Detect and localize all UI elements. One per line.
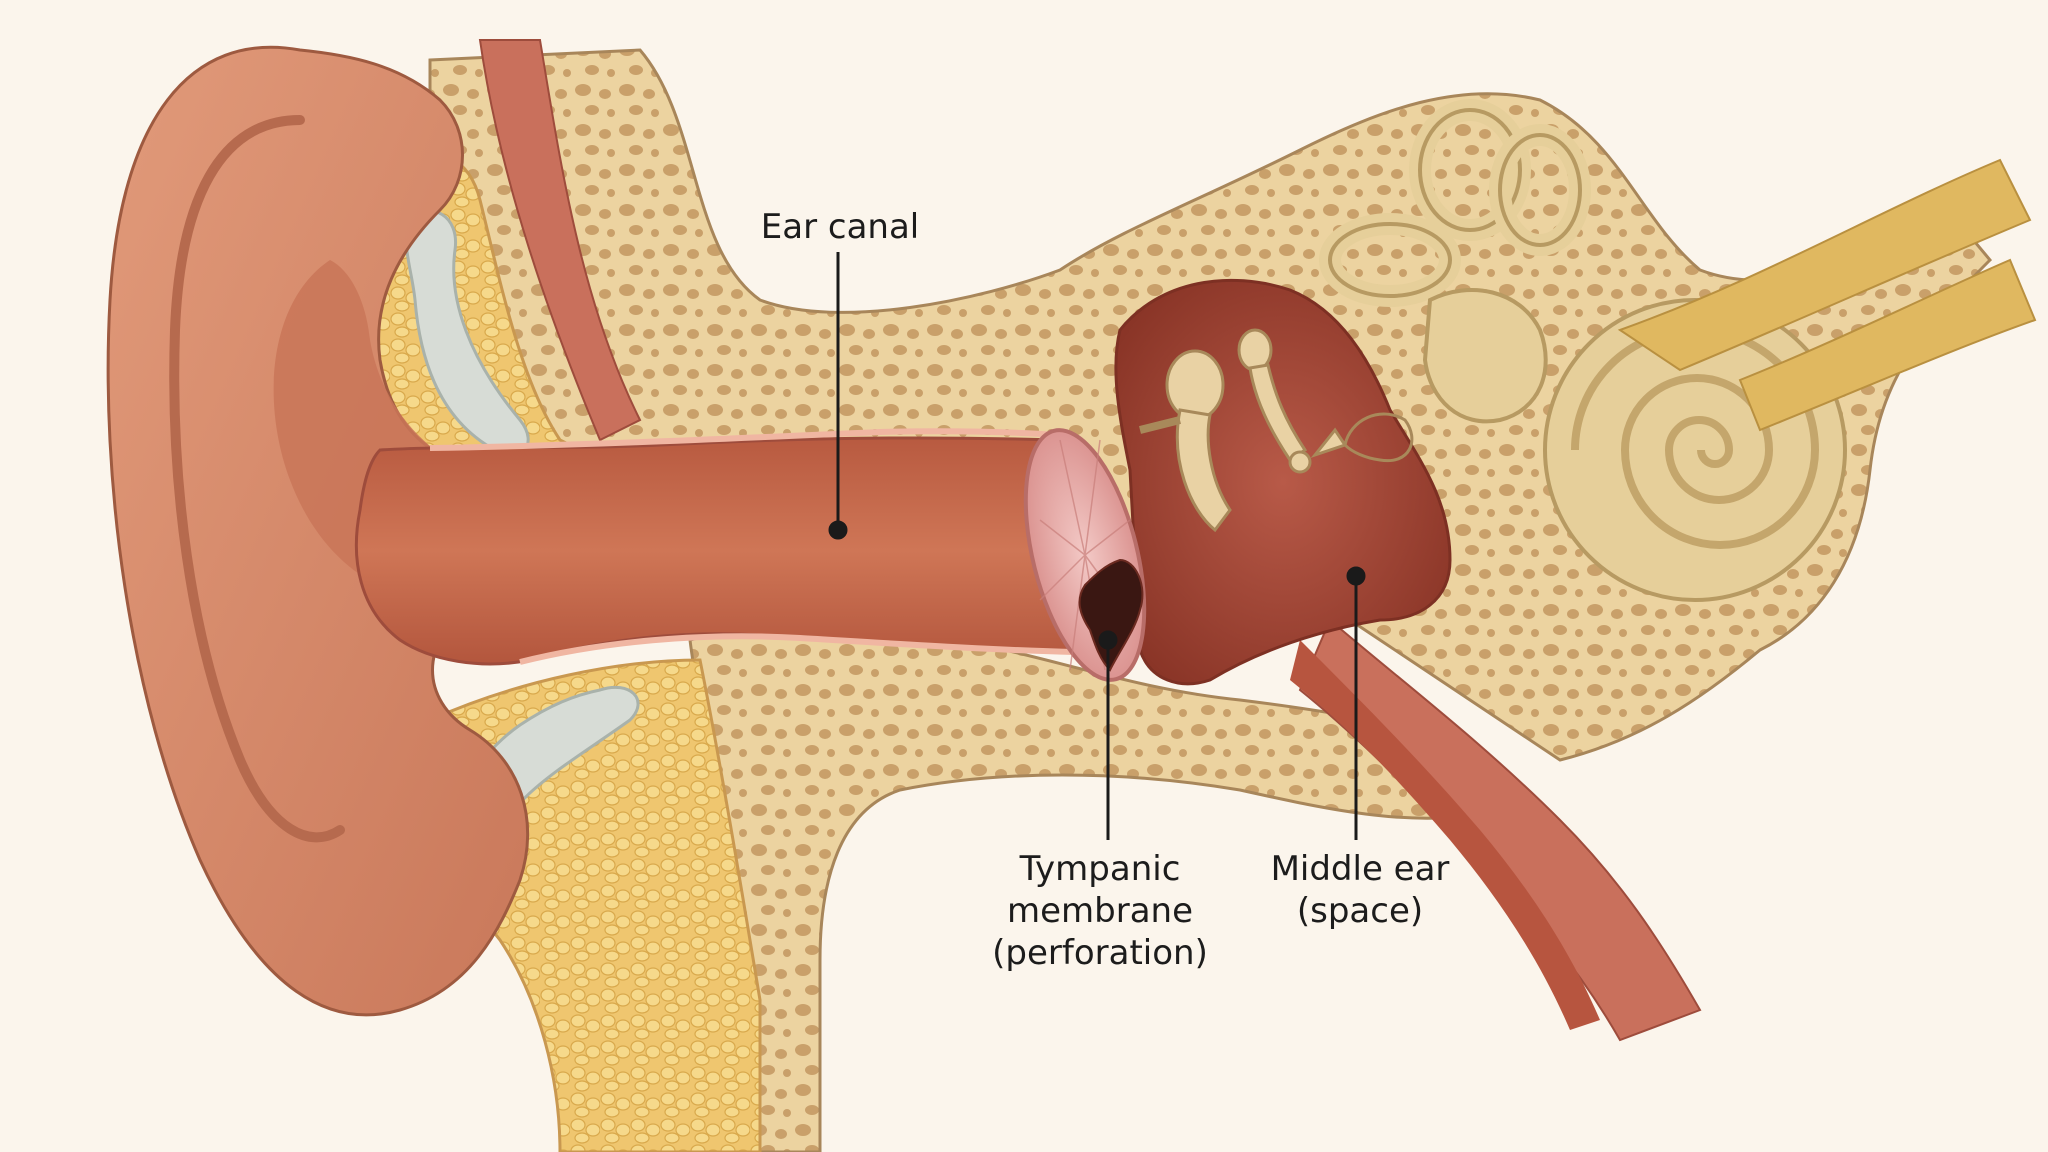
ossicles [1139, 328, 1414, 533]
ear-canal-marker [828, 520, 848, 540]
auditory-nerve-lower [1738, 258, 2037, 432]
auditory-nerve [1617, 158, 2032, 372]
tympanic-marker [1098, 630, 1118, 650]
ear-canal-lining-bottom [519, 633, 1076, 665]
tympanic-membrane-label: Tympanic membrane (perforation) [960, 848, 1240, 974]
leader-lines [828, 252, 1366, 840]
ear-canal-label-text: Ear canal [760, 207, 920, 247]
tympanic-label-line-3: (perforation) [992, 933, 1208, 973]
middle-ear-label: Middle ear (space) [1230, 848, 1490, 932]
ear-canal-label: Ear canal [700, 206, 980, 248]
perforation [1078, 558, 1144, 672]
tympanic-label-line-1: Tympanic [1019, 849, 1181, 889]
auricle-helix-fold [169, 115, 345, 843]
middle-ear-label-line-1: Middle ear [1270, 849, 1450, 889]
muscle-upper [478, 39, 642, 442]
tympanic-membrane [1023, 428, 1147, 682]
ear-canal [354, 436, 1082, 666]
tympanic-label-line-2: membrane [1006, 891, 1194, 931]
middle-ear-marker [1346, 566, 1366, 586]
ear-canal-lining-top [429, 428, 1071, 451]
eustachian-tube-lumen [1290, 640, 1600, 1030]
inner-ear [1319, 99, 1591, 424]
vestibule [1422, 288, 1548, 424]
middle-ear-label-line-2: (space) [1296, 891, 1424, 931]
